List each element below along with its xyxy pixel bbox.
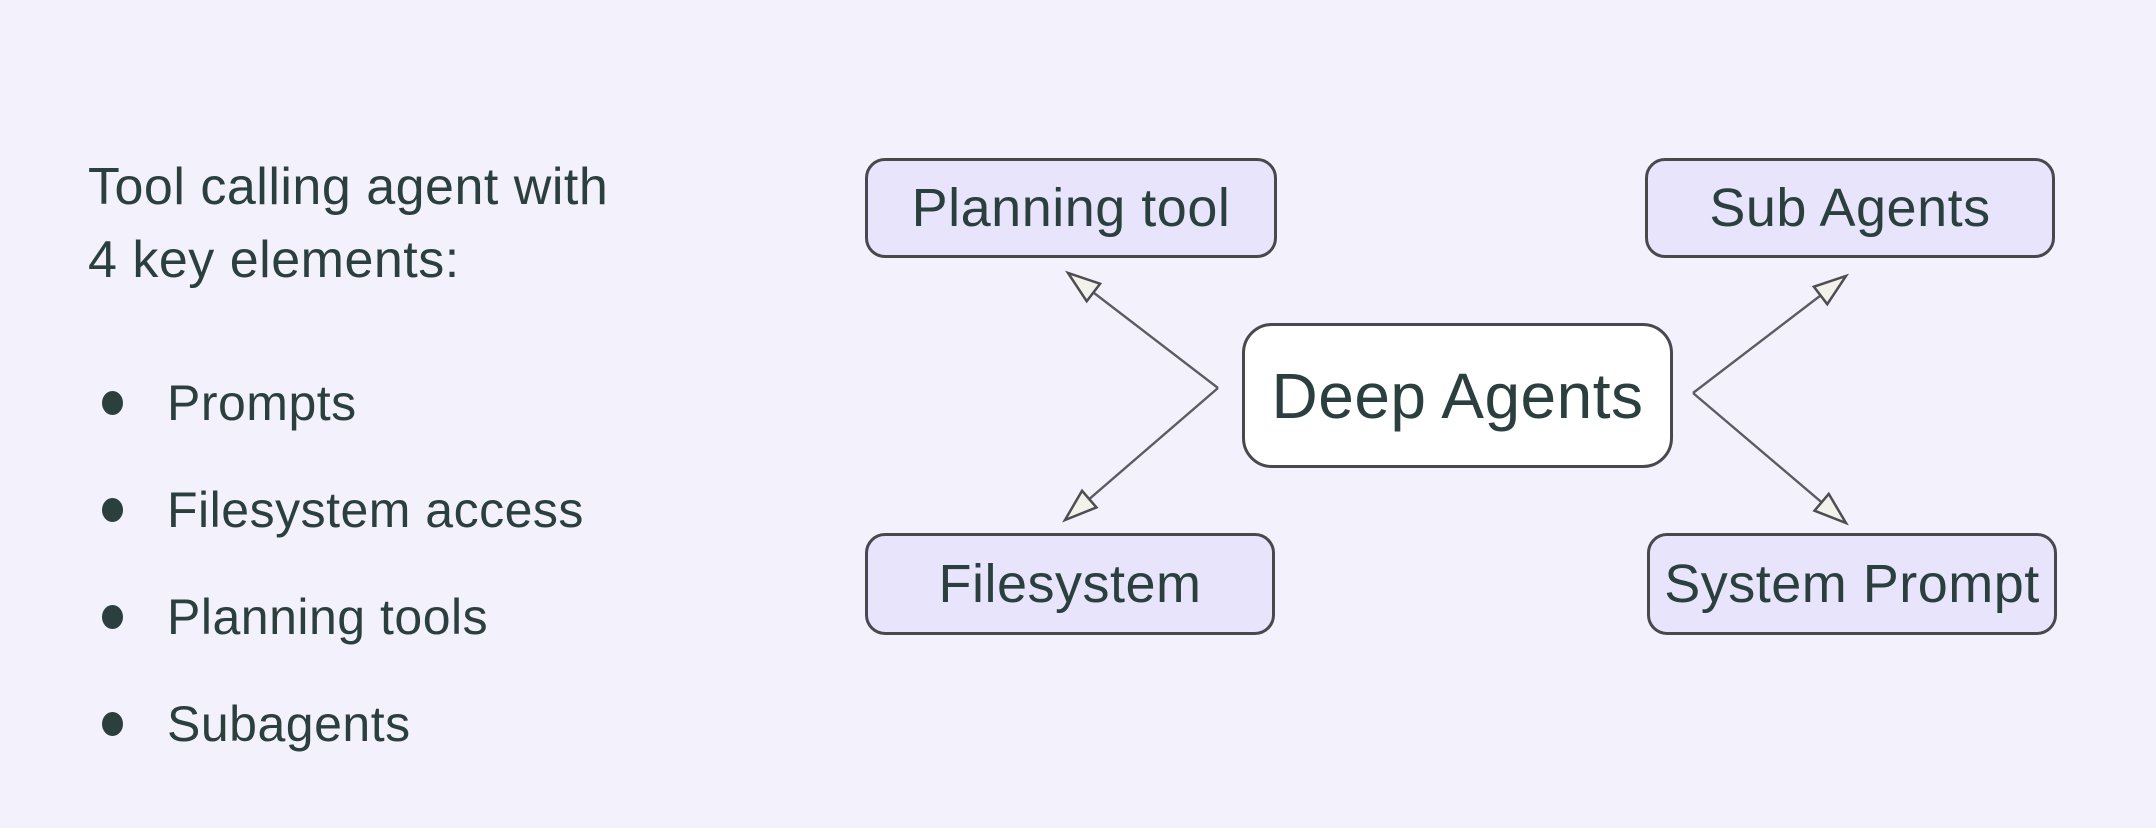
- node-planning-tool: Planning tool: [865, 158, 1277, 258]
- arrow-to-system-prompt: [1692, 392, 1849, 526]
- list-item-filesystem-access: Filesystem access: [88, 482, 728, 538]
- arrow-to-sub-agents: [1692, 273, 1850, 394]
- node-system-prompt: System Prompt: [1647, 533, 2057, 635]
- heading-line-2: 4 key elements:: [88, 230, 460, 289]
- node-label: System Prompt: [1664, 554, 2040, 614]
- heading-line-1: Tool calling agent with: [88, 157, 609, 216]
- list-item-planning-tools: Planning tools: [88, 589, 728, 645]
- arrow-to-planning-tool: [1064, 270, 1219, 389]
- key-elements-panel: Tool calling agent with 4 key elements: …: [88, 116, 728, 803]
- node-label: Deep Agents: [1271, 359, 1644, 432]
- node-label: Filesystem: [938, 554, 1202, 614]
- node-filesystem: Filesystem: [865, 533, 1275, 635]
- node-sub-agents: Sub Agents: [1645, 158, 2055, 258]
- arrow-to-filesystem: [1062, 387, 1219, 523]
- list-item-subagents: Subagents: [88, 696, 728, 752]
- list-item-prompts: Prompts: [88, 375, 728, 431]
- node-label: Sub Agents: [1709, 178, 1991, 238]
- node-label: Planning tool: [911, 178, 1231, 238]
- panel-heading: Tool calling agent with 4 key elements:: [88, 151, 728, 297]
- key-elements-list: Prompts Filesystem access Planning tools…: [88, 375, 728, 752]
- node-deep-agents: Deep Agents: [1242, 323, 1673, 468]
